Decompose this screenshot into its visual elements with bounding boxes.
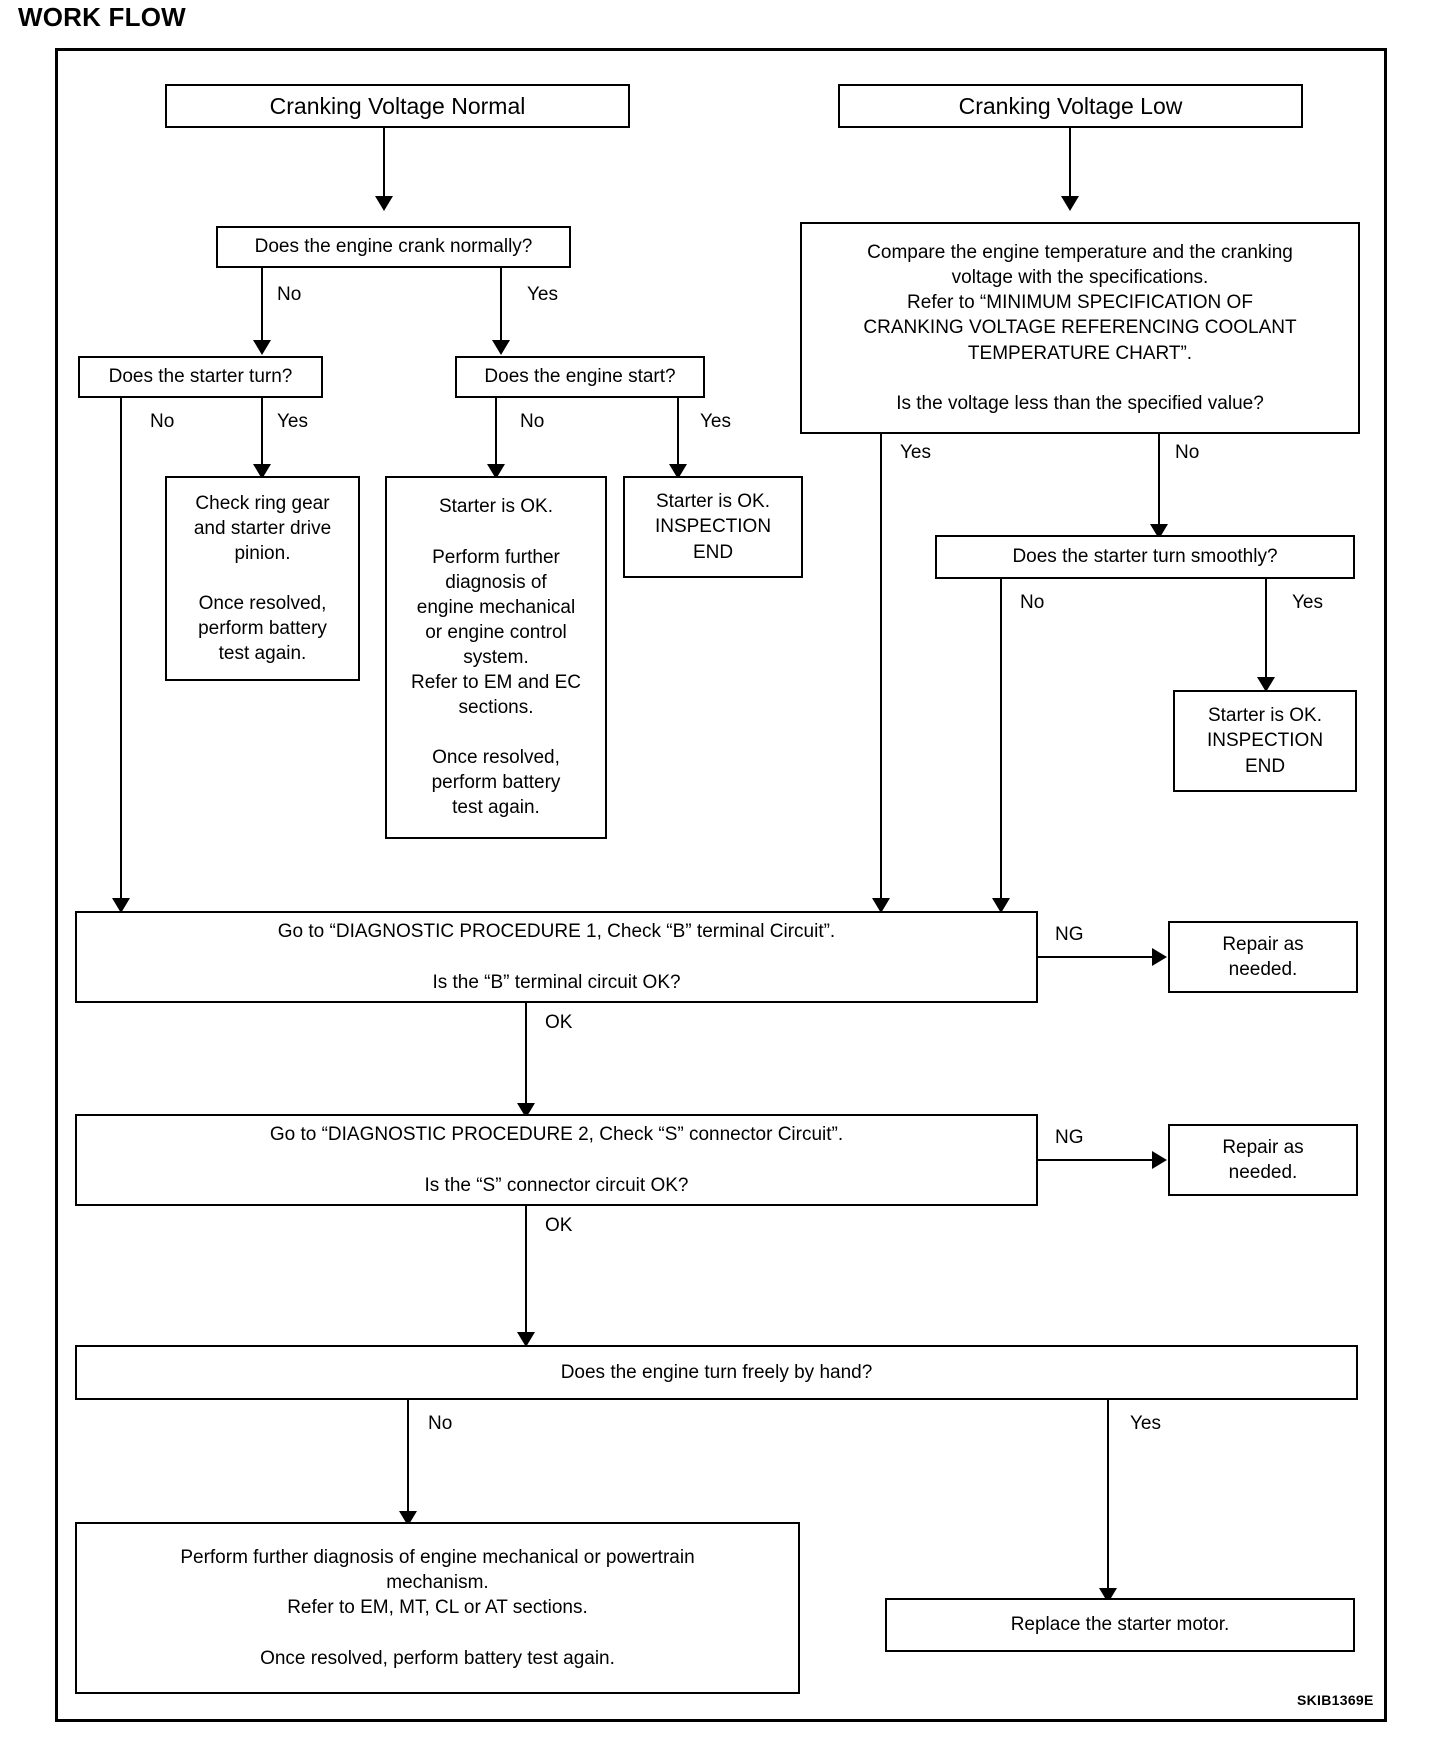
arrowhead-normal-to-crank <box>375 196 393 211</box>
edge-label-proc1-ng: NG <box>1055 924 1084 945</box>
connector-crank-no <box>261 268 263 346</box>
connector-engine-start-yes <box>677 398 679 470</box>
arrowhead-proc2-ok <box>517 1332 535 1347</box>
node-engine-start: Does the engine start? <box>455 356 705 398</box>
connector-turn-freely-no <box>407 1400 409 1517</box>
node-diagnostic-procedure-2: Go to “DIAGNOSTIC PROCEDURE 2, Check “S”… <box>75 1114 1038 1206</box>
arrowhead-low-to-compare <box>1061 196 1079 211</box>
node-compare-temp-voltage: Compare the engine temperature and the c… <box>800 222 1360 434</box>
node-perform-further-diagnosis: Perform further diagnosis of engine mech… <box>75 1522 800 1694</box>
edge-label-proc2-ok: OK <box>545 1215 573 1236</box>
arrowhead-crank-no <box>253 340 271 355</box>
node-diagnostic-procedure-1: Go to “DIAGNOSTIC PROCEDURE 1, Check “B”… <box>75 911 1038 1003</box>
node-starter-turn-smoothly: Does the starter turn smoothly? <box>935 535 1355 579</box>
figure-code-label: SKIB1369E <box>1297 1692 1374 1708</box>
arrowhead-engine-start-no <box>487 464 505 479</box>
edge-label-crank-yes: Yes <box>527 284 558 305</box>
figure-frame <box>55 48 1387 1722</box>
edge-label-starter-turn-no: No <box>150 411 175 432</box>
connector-turn-freely-yes <box>1107 1400 1109 1594</box>
connector-smoothly-no <box>1000 579 1002 904</box>
connector-proc2-ok <box>525 1206 527 1338</box>
node-starter-ok-diagnose: Starter is OK. Perform further diagnosis… <box>385 476 607 839</box>
node-repair-as-needed-1: Repair as needed. <box>1168 921 1358 993</box>
node-starter-turn: Does the starter turn? <box>78 356 323 398</box>
connector-proc2-ng <box>1038 1159 1158 1161</box>
node-engine-crank-normally: Does the engine crank normally? <box>216 226 571 268</box>
arrowhead-engine-start-yes <box>669 464 687 479</box>
arrowhead-starter-turn-no <box>112 898 130 913</box>
arrowhead-smoothly-yes <box>1257 677 1275 692</box>
edge-label-engine-start-no: No <box>520 411 545 432</box>
arrowhead-voltage-yes <box>872 898 890 913</box>
connector-proc1-ng <box>1038 956 1158 958</box>
edge-label-starter-turn-yes: Yes <box>277 411 308 432</box>
connector-engine-start-no <box>495 398 497 470</box>
node-replace-starter-motor: Replace the starter motor. <box>885 1598 1355 1652</box>
edge-label-voltage-no: No <box>1175 442 1200 463</box>
arrowhead-proc1-ng <box>1152 948 1167 966</box>
node-cranking-voltage-normal: Cranking Voltage Normal <box>165 84 630 128</box>
node-cranking-voltage-low: Cranking Voltage Low <box>838 84 1303 128</box>
edge-label-proc2-ng: NG <box>1055 1127 1084 1148</box>
arrowhead-smoothly-no <box>992 898 1010 913</box>
node-repair-as-needed-2: Repair as needed. <box>1168 1124 1358 1196</box>
connector-smoothly-yes <box>1265 579 1267 683</box>
arrowhead-starter-turn-yes <box>253 464 271 479</box>
arrowhead-proc2-ng <box>1152 1151 1167 1169</box>
arrowhead-crank-yes <box>492 340 510 355</box>
page-title: WORK FLOW <box>18 2 186 32</box>
node-engine-turn-freely: Does the engine turn freely by hand? <box>75 1345 1358 1400</box>
connector-crank-yes <box>500 268 502 346</box>
edge-label-turn-freely-no: No <box>428 1413 453 1434</box>
edge-label-proc1-ok: OK <box>545 1012 573 1033</box>
node-starter-ok-inspection-end-right: Starter is OK. INSPECTION END <box>1173 690 1357 792</box>
edge-label-turn-freely-yes: Yes <box>1130 1413 1161 1434</box>
edge-label-crank-no: No <box>277 284 302 305</box>
edge-label-smoothly-yes: Yes <box>1292 592 1323 613</box>
connector-voltage-no <box>1158 434 1160 530</box>
node-check-ring-gear: Check ring gear and starter drive pinion… <box>165 476 360 681</box>
edge-label-smoothly-no: No <box>1020 592 1045 613</box>
edge-label-voltage-yes: Yes <box>900 442 931 463</box>
connector-voltage-yes <box>880 434 882 904</box>
connector-low-to-compare <box>1069 128 1071 200</box>
connector-proc1-ok <box>525 1003 527 1109</box>
node-starter-ok-inspection-end-left: Starter is OK. INSPECTION END <box>623 476 803 578</box>
edge-label-engine-start-yes: Yes <box>700 411 731 432</box>
connector-starter-turn-yes <box>261 398 263 470</box>
connector-starter-turn-no <box>120 398 122 904</box>
connector-normal-to-crank <box>383 128 385 200</box>
